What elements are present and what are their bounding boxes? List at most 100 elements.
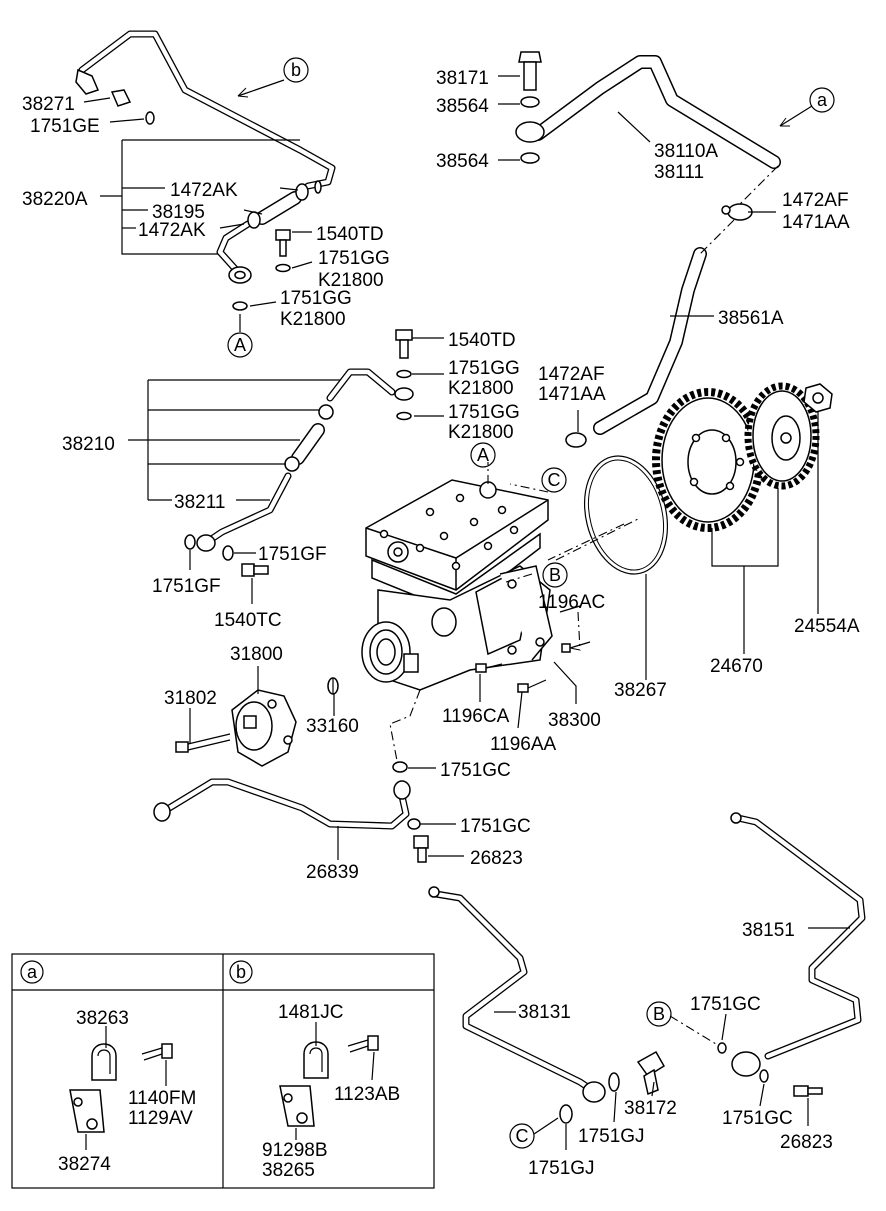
pipe-38131-icon <box>428 886 606 1103</box>
callout-24670: 24670 <box>710 656 763 677</box>
gear-24670-small-icon <box>744 382 820 490</box>
callout-38211: 38211 <box>174 492 225 513</box>
detail-header-a-label: a <box>27 962 38 982</box>
marker-c-lower-label: C <box>516 1126 529 1146</box>
detail-a-1129av: 1129AV <box>128 1108 193 1129</box>
bolt-1540td-icon <box>395 329 413 359</box>
hose-38561a-icon <box>593 247 707 435</box>
banjo-fitting-icon <box>196 534 216 552</box>
bolt-1196ca-icon <box>475 663 503 673</box>
washer-38564-icon <box>520 96 540 108</box>
callout-1196ac: 1196AC <box>538 592 605 613</box>
o-ring-icon <box>394 387 414 401</box>
detail-b-1123ab: 1123AB <box>334 1084 400 1105</box>
banjo-fitting-icon <box>228 266 252 284</box>
callout-31800: 31800 <box>230 644 283 665</box>
clamp-38263-icon <box>91 1043 117 1081</box>
callout-k21800-2: K21800 <box>280 309 346 330</box>
callout-1751gg-3: 1751GG <box>448 358 520 379</box>
marker-a-upper-label: A <box>234 335 246 355</box>
detail-header-a <box>20 960 44 984</box>
gear-24670-large-icon <box>652 388 764 532</box>
callout-1471aa-1: 1471AA <box>782 212 850 233</box>
o-ring-icon <box>396 411 412 421</box>
o-ring-1751gc-icon <box>407 818 421 830</box>
callout-38131: 38131 <box>518 1002 571 1023</box>
bolt-1196ac-icon <box>561 641 591 653</box>
callout-1751gf-2: 1751GF <box>152 576 221 597</box>
marker-c-lower <box>509 1123 535 1149</box>
bolt-26823-icon <box>793 1085 823 1097</box>
callout-1540td-1: 1540TD <box>316 224 384 245</box>
callout-38220a: 38220A <box>22 189 88 210</box>
detail-b-1481jc: 1481JC <box>278 1002 344 1023</box>
callout-1472ak-2: 1472AK <box>138 220 206 241</box>
callout-1751gj-2: 1751GJ <box>528 1158 595 1179</box>
callout-1751gg-1: 1751GG <box>318 248 390 269</box>
detail-a-38274: 38274 <box>58 1154 111 1175</box>
bolt-26823-icon <box>413 835 429 863</box>
o-ring-icon <box>232 301 248 311</box>
clamp-1472af-icon <box>721 203 753 221</box>
callout-26823-1: 26823 <box>470 848 523 869</box>
callout-31802: 31802 <box>164 688 217 709</box>
callout-1471aa-2: 1471AA <box>538 384 606 405</box>
marker-b-top <box>283 57 309 83</box>
callout-1751gg-4: 1751GG <box>448 402 520 423</box>
callout-1472ak-1: 1472AK <box>170 180 238 201</box>
bolt-1140fm-icon <box>141 1043 173 1061</box>
callout-1751gg-2: 1751GG <box>280 288 352 309</box>
callout-24554a: 24554A <box>794 616 860 637</box>
marker-b-pump <box>542 562 568 588</box>
o-ring-1751gj-icon <box>608 1072 620 1092</box>
detail-a-1140fm: 1140FM <box>128 1088 196 1109</box>
callout-1196aa: 1196AA <box>490 734 557 755</box>
pipe-26839-icon <box>153 778 411 830</box>
bracket-38265-icon <box>279 1085 315 1127</box>
callout-38210: 38210 <box>62 434 115 455</box>
marker-a-top <box>809 87 835 113</box>
bolt-38171-icon <box>518 51 542 91</box>
callout-k21800-4: K21800 <box>448 422 514 443</box>
callout-k21800-3: K21800 <box>448 378 514 399</box>
marker-a-pump <box>470 442 496 468</box>
o-ring-1751gj-icon <box>559 1104 573 1124</box>
callout-1472af-1: 1472AF <box>782 190 849 211</box>
detail-b-91298b: 91298B <box>262 1140 328 1161</box>
detail-b-38265: 38265 <box>262 1160 315 1181</box>
callout-38267: 38267 <box>614 680 667 701</box>
marker-b-top-label: b <box>291 60 301 80</box>
o-ring-icon <box>275 263 291 273</box>
marker-a-upper <box>227 332 253 358</box>
clamp-1472af-icon <box>565 432 587 448</box>
banjo-38110a-icon <box>515 121 545 143</box>
callout-38172: 38172 <box>624 1098 677 1119</box>
callout-38564-2: 38564 <box>436 151 489 172</box>
bolt-1196aa-icon <box>517 679 547 693</box>
o-ring-1751ge-icon <box>145 111 155 125</box>
marker-a-top-label: a <box>817 90 828 110</box>
callout-38111: 38111 <box>654 162 704 183</box>
callout-38195: 38195 <box>152 202 205 223</box>
washer-38564-icon <box>520 152 540 164</box>
clamp-1472ak-icon <box>247 180 322 229</box>
marker-c-pump <box>541 467 567 493</box>
marker-b-pump-label: B <box>549 565 561 585</box>
o-ring-1751gf-icon <box>184 534 196 550</box>
callout-38110a: 38110A <box>654 141 718 162</box>
detail-header-b-label: b <box>236 962 246 982</box>
callout-26839: 26839 <box>306 862 359 883</box>
bracket-38274-icon <box>69 1089 105 1133</box>
callout-1540td-2: 1540TD <box>448 330 516 351</box>
callout-k21800-1: K21800 <box>318 270 384 291</box>
callout-1751gf-1: 1751GF <box>258 544 327 565</box>
callout-1196ca: 1196CA <box>442 706 510 727</box>
fitting-38172-icon <box>636 1050 666 1096</box>
callout-38271: 38271 <box>22 94 75 115</box>
marker-a-pump-label: A <box>477 445 489 465</box>
o-ring-icon <box>396 369 412 379</box>
coupling-31800-icon <box>231 689 297 767</box>
marker-c-pump-label: C <box>548 470 561 490</box>
callout-1751gj-1: 1751GJ <box>578 1126 645 1147</box>
